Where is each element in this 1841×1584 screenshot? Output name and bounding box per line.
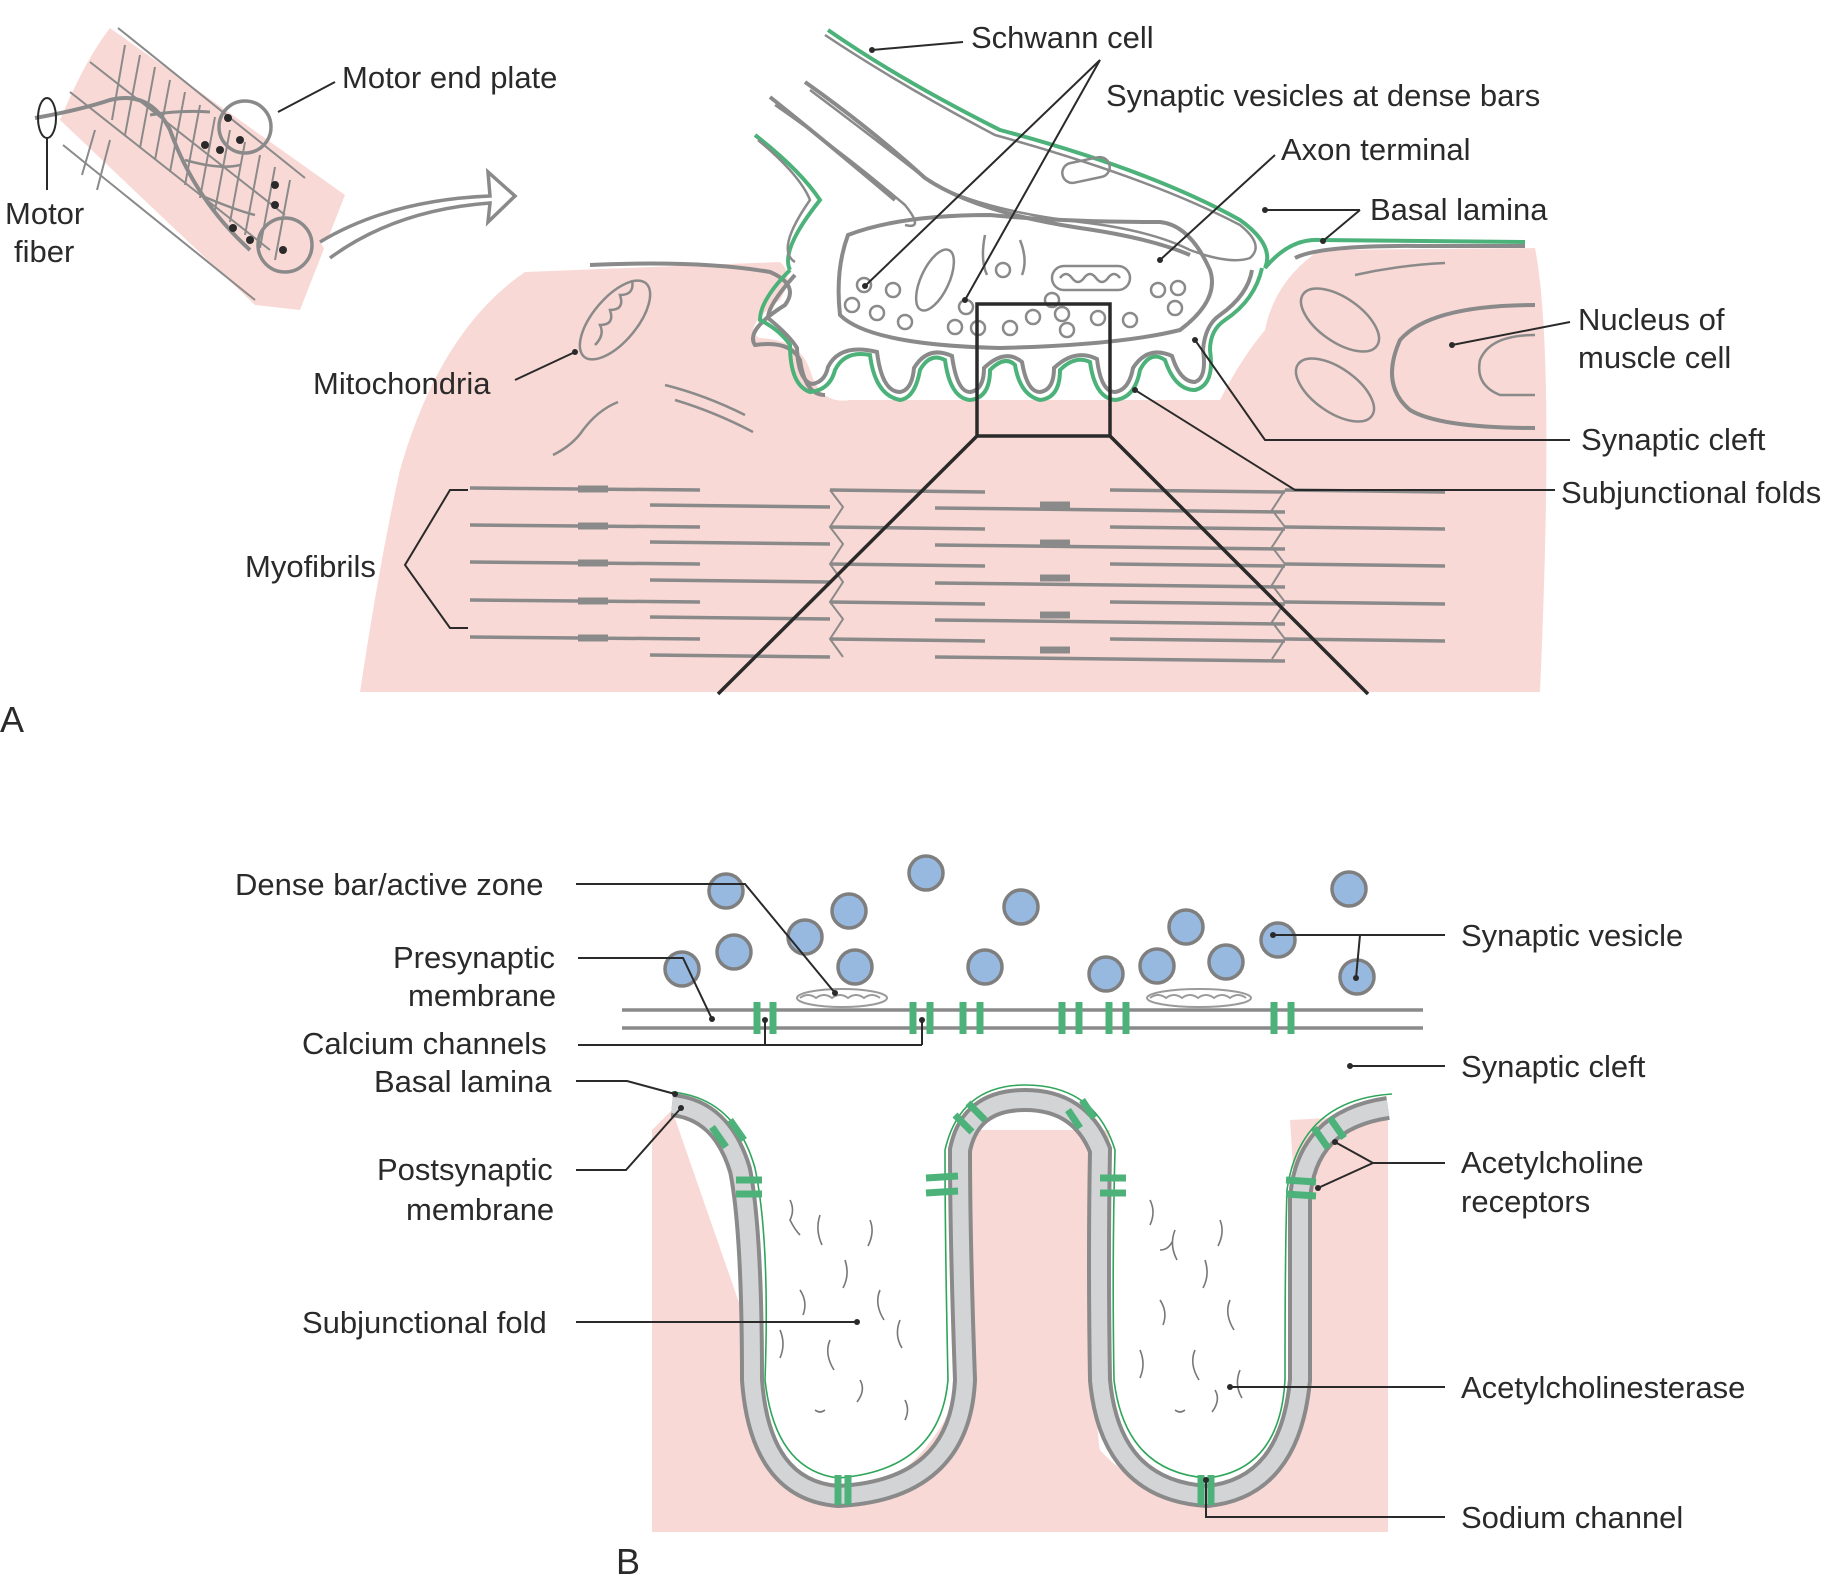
label-synaptic-vesicles: Synaptic vesicles at dense bars	[1106, 78, 1540, 113]
panel-b-leaders	[576, 883, 1445, 1518]
panel-b: Dense bar/active zone Presynaptic membra…	[235, 854, 1745, 1582]
label-presynaptic-line2: membrane	[408, 978, 556, 1013]
dense-bars	[796, 988, 1252, 1008]
zoom-arrow-icon	[319, 167, 518, 260]
label-calcium-channels: Calcium channels	[302, 1026, 547, 1061]
label-ach-receptors-line1: Acetylcholine	[1461, 1145, 1644, 1180]
presynaptic-membrane	[622, 1008, 1423, 1030]
schwann-cell	[753, 28, 1526, 271]
label-sodium-channel: Sodium channel	[1461, 1500, 1683, 1535]
label-synaptic-cleft-a: Synaptic cleft	[1581, 422, 1766, 457]
label-nucleus-line2: muscle cell	[1578, 340, 1731, 375]
label-synaptic-cleft-b: Synaptic cleft	[1461, 1049, 1646, 1084]
label-presynaptic-line1: Presynaptic	[393, 940, 555, 975]
nucleus	[1390, 303, 1536, 430]
label-myofibrils: Myofibrils	[245, 549, 376, 584]
mitochondria	[552, 261, 1446, 457]
label-basal-lamina-a: Basal lamina	[1370, 192, 1548, 227]
motor-end-plate-circle	[217, 99, 273, 155]
label-synaptic-vesicle: Synaptic vesicle	[1461, 918, 1683, 953]
label-postsynaptic-line1: Postsynaptic	[377, 1152, 553, 1187]
label-ach-receptors-line2: receptors	[1461, 1184, 1590, 1219]
label-motor-fiber-line2: fiber	[14, 234, 74, 269]
label-acetylcholinesterase: Acetylcholinesterase	[1461, 1370, 1745, 1405]
label-subjunctional-fold: Subjunctional fold	[302, 1305, 547, 1340]
synaptic-vesicles	[663, 854, 1376, 996]
label-basal-lamina-b: Basal lamina	[374, 1064, 552, 1099]
label-nucleus-line1: Nucleus of	[1578, 302, 1725, 337]
inset-muscle-fiber	[34, 27, 518, 310]
sodium-channels	[834, 1475, 1215, 1505]
acetylcholinesterase	[779, 1199, 1243, 1421]
motor-fiber	[34, 96, 252, 252]
label-axon-terminal: Axon terminal	[1281, 132, 1471, 167]
label-schwann-cell: Schwann cell	[971, 20, 1154, 55]
label-motor-end-plate: Motor end plate	[342, 60, 557, 95]
basal-lamina-b	[671, 1084, 1393, 1479]
label-postsynaptic-line2: membrane	[406, 1192, 554, 1227]
panel-letter-b: B	[616, 1541, 640, 1582]
calcium-channels	[753, 1002, 1295, 1034]
label-subjunctional-folds: Subjunctional folds	[1561, 475, 1821, 510]
panel-letter-a: A	[0, 699, 24, 740]
label-dense-bar: Dense bar/active zone	[235, 867, 543, 902]
panel-a: Motor end plate Motor fiber	[0, 20, 1821, 740]
zoom-region-box	[975, 302, 1112, 438]
acetylcholine-receptors	[709, 1098, 1347, 1200]
label-mitochondria: Mitochondria	[313, 366, 491, 401]
label-motor-fiber-line1: Motor	[5, 196, 84, 231]
panel-a-leaders	[403, 41, 1571, 629]
myofibrils	[469, 485, 1446, 663]
